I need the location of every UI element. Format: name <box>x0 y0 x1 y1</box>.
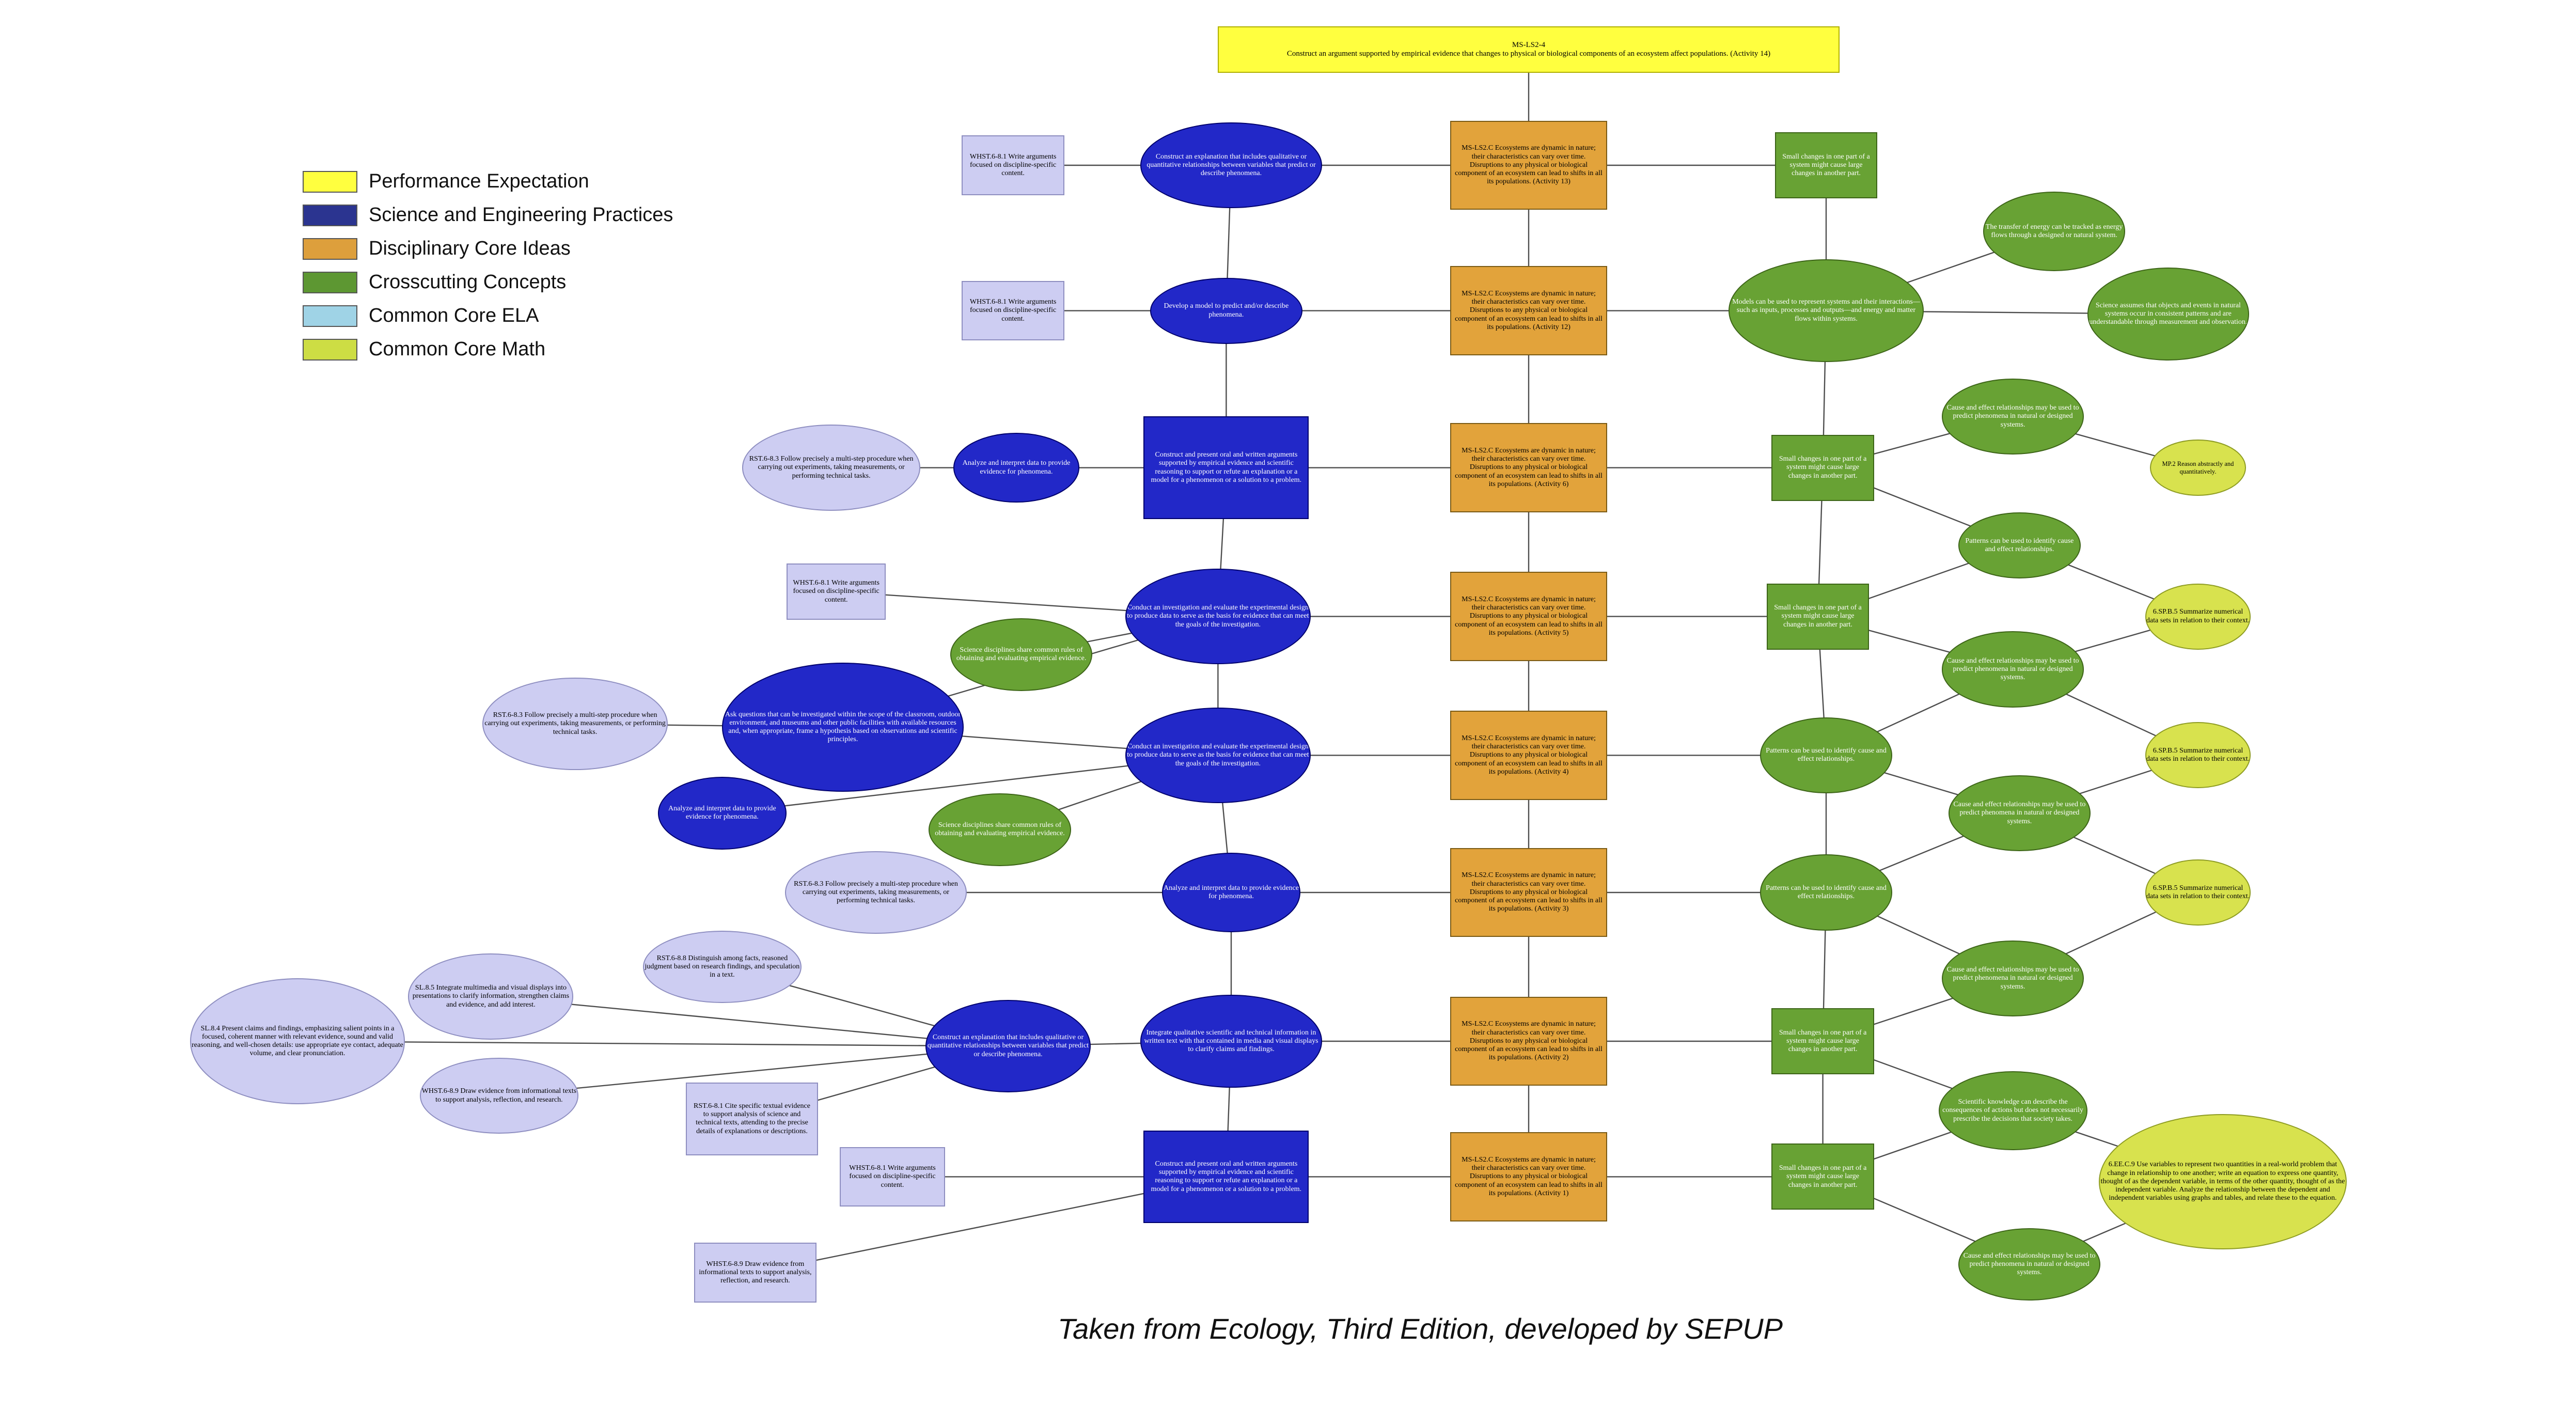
legend-label-5: Common Core Math <box>369 338 546 360</box>
ela-whst681-a: WHST.6-8.1 Write arguments focused on di… <box>962 135 1064 195</box>
ela-whst681-c: WHST.6-8.1 Write arguments focused on di… <box>787 563 886 620</box>
dci-4: MS-LS2.C Ecosystems are dynamic in natur… <box>1450 711 1607 800</box>
ela-whst689-a: WHST.6-8.9 Draw evidence from informatio… <box>419 1058 578 1134</box>
math-6spb5-b: 6.SP.B.5 Summarize numerical data sets i… <box>2145 722 2251 789</box>
math-6spb5-c: 6.SP.B.5 Summarize numerical data sets i… <box>2145 859 2251 926</box>
dci-1: MS-LS2.C Ecosystems are dynamic in natur… <box>1450 1132 1607 1221</box>
dci-3: MS-LS2.C Ecosystems are dynamic in natur… <box>1450 848 1607 937</box>
sep-conduct-b: Conduct an investigation and evaluate th… <box>1125 707 1311 804</box>
legend-swatch-1 <box>303 204 357 226</box>
ccc-small-a: Small changes in one part of a system mi… <box>1774 132 1878 198</box>
ccc-science-assumes: Science assumes that objects and events … <box>2087 268 2250 361</box>
sep-integrate: Integrate qualitative scientific and tec… <box>1140 995 1322 1088</box>
ccc-small-e: Small changes in one part of a system mi… <box>1771 1143 1874 1210</box>
sep-ask-questions: Ask questions that can be investigated w… <box>722 663 964 792</box>
legend-item-1: Science and Engineering Practices <box>303 204 673 226</box>
ccc-small-b: Small changes in one part of a system mi… <box>1771 434 1874 501</box>
ccc-models: Models can be used to represent systems … <box>1729 259 1924 362</box>
sep-develop-model: Develop a model to predict and/or descri… <box>1150 277 1302 344</box>
ela-sl85: SL.8.5 Integrate multimedia and visual d… <box>408 953 574 1040</box>
dci-2: MS-LS2.C Ecosystems are dynamic in natur… <box>1450 996 1607 1086</box>
legend-swatch-4 <box>303 305 357 327</box>
dci-5: MS-LS2.C Ecosystems are dynamic in natur… <box>1450 572 1607 661</box>
ela-rst688: RST.6-8.8 Distinguish among facts, reaso… <box>642 930 802 1004</box>
legend-item-3: Crosscutting Concepts <box>303 271 673 293</box>
ccc-disciplines-b: Science disciplines share common rules o… <box>929 793 1071 866</box>
edge-ela-sl85--sep-construct-explanation-b <box>491 996 1009 1047</box>
ela-whst681-d: WHST.6-8.1 Write arguments focused on di… <box>839 1147 946 1207</box>
sep-construct-explanation-a: Construct an explanation that includes q… <box>1140 122 1322 209</box>
legend-label-1: Science and Engineering Practices <box>369 204 673 226</box>
ela-rst681: RST.6-8.1 Cite specific textual evidence… <box>686 1083 818 1155</box>
legend-label-2: Disciplinary Core Ideas <box>369 238 571 259</box>
sep-analyze-a: Analyze and interpret data to provide ev… <box>953 433 1079 503</box>
ccc-small-c: Small changes in one part of a system mi… <box>1766 583 1870 650</box>
ela-rst683-b: RST.6-8.3 Follow precisely a multi-step … <box>482 678 668 771</box>
ccc-cause-effect-b: Cause and effect relationships may be us… <box>1942 631 2084 708</box>
ccc-cause-effect-a: Cause and effect relationships may be us… <box>1942 378 2084 455</box>
dci-12: MS-LS2.C Ecosystems are dynamic in natur… <box>1450 266 1607 355</box>
sep-conduct-a: Conduct an investigation and evaluate th… <box>1125 568 1311 665</box>
math-mp2: MP.2 Reason abstractly and quantitativel… <box>2150 440 2246 496</box>
ela-sl84: SL.8.4 Present claims and findings, emph… <box>190 978 405 1104</box>
legend-item-2: Disciplinary Core Ideas <box>303 238 673 260</box>
sep-analyze-b: Analyze and interpret data to provide ev… <box>657 777 787 850</box>
sep-analyze-c: Analyze and interpret data to provide ev… <box>1161 853 1301 932</box>
legend-label-0: Performance Expectation <box>369 170 589 192</box>
ccc-sci-knowledge: Scientific knowledge can describe the co… <box>1938 1071 2087 1151</box>
edge-ela-sl84--sep-construct-explanation-b <box>297 1040 1009 1047</box>
ccc-disciplines-a: Science disciplines share common rules o… <box>950 618 1093 691</box>
ccc-cause-effect-e: Cause and effect relationships may be us… <box>1958 1228 2101 1301</box>
ccc-patterns-c: Patterns can be used to identify cause a… <box>1958 512 2081 578</box>
ela-rst683-a: RST.6-8.3 Follow precisely a multi-step … <box>742 425 921 511</box>
legend-item-5: Common Core Math <box>303 338 673 361</box>
ela-rst683-c: RST.6-8.3 Follow precisely a multi-step … <box>785 851 967 934</box>
sep-argue-rect-a: Construct and present oral and written a… <box>1143 416 1309 519</box>
ccc-cause-effect-c: Cause and effect relationships may be us… <box>1948 775 2091 851</box>
caption: Taken from Ecology, Third Edition, devel… <box>1058 1312 1783 1345</box>
sep-argue-rect-b: Construct and present oral and written a… <box>1143 1130 1309 1223</box>
dci-13: MS-LS2.C Ecosystems are dynamic in natur… <box>1450 120 1607 210</box>
sep-construct-explanation-b: Construct an explanation that includes q… <box>925 1000 1091 1093</box>
ccc-energy-transfer: The transfer of energy can be tracked as… <box>1983 192 2126 271</box>
legend-item-0: Performance Expectation <box>303 170 673 193</box>
edge-ela-whst689-a--sep-construct-explanation-b <box>499 1045 1009 1096</box>
ela-whst689-b: WHST.6-8.9 Draw evidence from informatio… <box>694 1243 816 1303</box>
legend-swatch-5 <box>303 338 357 361</box>
legend-swatch-0 <box>303 170 357 193</box>
math-6eec9: 6.EE.C.9 Use variables to represent two … <box>2099 1114 2347 1250</box>
legend-label-4: Common Core ELA <box>369 305 539 326</box>
legend-swatch-2 <box>303 238 357 260</box>
ccc-patterns-b: Patterns can be used to identify cause a… <box>1760 854 1892 931</box>
dci-6: MS-LS2.C Ecosystems are dynamic in natur… <box>1450 423 1607 512</box>
legend-item-4: Common Core ELA <box>303 305 673 327</box>
math-6spb5-a: 6.SP.B.5 Summarize numerical data sets i… <box>2145 583 2251 650</box>
ccc-small-d: Small changes in one part of a system mi… <box>1771 1008 1874 1074</box>
legend-swatch-3 <box>303 271 357 293</box>
legend-label-3: Crosscutting Concepts <box>369 271 567 293</box>
ccc-patterns-a: Patterns can be used to identify cause a… <box>1760 717 1892 793</box>
ccc-cause-effect-d: Cause and effect relationships may be us… <box>1942 940 2084 1016</box>
pe-ms-ls2-4: MS-LS2-4 Construct an argument supported… <box>1218 26 1840 73</box>
ela-whst681-b: WHST.6-8.1 Write arguments focused on di… <box>962 281 1064 341</box>
